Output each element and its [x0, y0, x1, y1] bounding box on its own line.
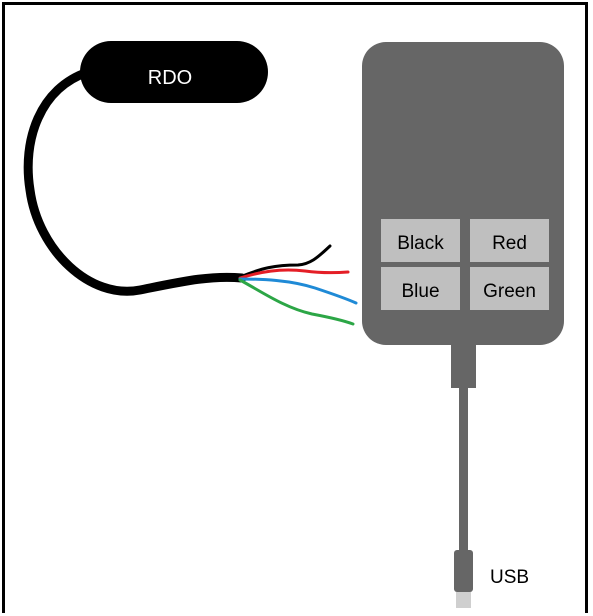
rdo-probe-label: RDO [148, 67, 192, 89]
usb-cable [459, 386, 468, 554]
terminal-blue [381, 267, 460, 310]
adapter-box: Black Red Blue Green [362, 42, 564, 388]
terminal-red [470, 219, 549, 262]
usb-label: USB [490, 567, 529, 588]
terminal-green-label: Green [483, 281, 536, 302]
rdo-probe: RDO [80, 41, 268, 103]
probe-cable [23, 67, 247, 296]
terminal-red-label: Red [492, 233, 527, 254]
wire-red [238, 268, 350, 280]
wire-green [238, 278, 355, 326]
adapter-strain-relief [451, 344, 476, 388]
terminal-blue-label: Blue [401, 281, 439, 302]
terminal-green [470, 267, 549, 310]
wire-black [238, 244, 332, 279]
terminal-black-label: Black [397, 233, 444, 254]
usb-plug-tip [456, 592, 471, 608]
wire-blue [238, 277, 358, 305]
rdo-probe-body [80, 41, 268, 103]
usb-plug [454, 550, 473, 592]
terminal-black [381, 219, 460, 262]
